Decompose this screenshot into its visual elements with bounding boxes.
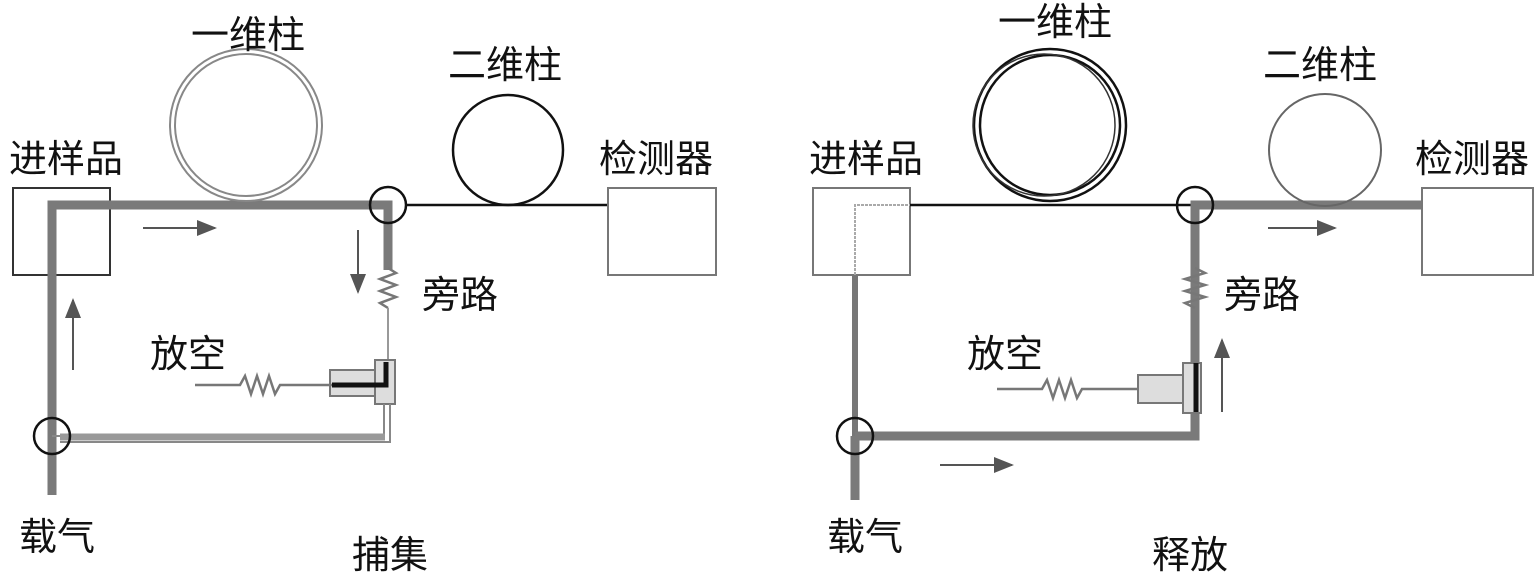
label-carrier-gas: 载气 <box>827 515 903 559</box>
label-carrier-gas: 载气 <box>19 515 95 559</box>
vent-restrictor <box>997 376 1138 402</box>
junction-connector <box>1175 185 1215 225</box>
label-column2: 二维柱 <box>448 43 562 87</box>
bypass-restrictor <box>1180 266 1210 310</box>
caption-trap: 捕集 <box>352 533 428 577</box>
label-column1: 一维柱 <box>998 0 1112 44</box>
column1-coil <box>169 48 323 202</box>
carrier-flow-path <box>47 200 393 495</box>
vent-restrictor <box>195 372 332 398</box>
label-vent: 放空 <box>150 332 226 376</box>
panel-trap: 一维柱 二维柱 进样品 检测器 旁路 放空 载气 捕集 <box>9 13 717 577</box>
label-bypass: 旁路 <box>1224 273 1300 317</box>
label-column2: 二维柱 <box>1263 43 1377 87</box>
bypass-restrictor <box>376 266 400 310</box>
switch-valve <box>329 359 396 405</box>
label-detector: 检测器 <box>599 137 713 181</box>
label-vent: 放空 <box>967 332 1043 376</box>
panel-release: 一维柱 二维柱 进样品 检测器 旁路 放空 载气 释放 <box>809 0 1534 577</box>
injector-box <box>812 187 911 276</box>
label-injector: 进样品 <box>809 137 923 181</box>
inlet-connector <box>835 416 875 456</box>
label-column1: 一维柱 <box>191 13 305 57</box>
column2-coil <box>451 93 565 207</box>
detector-box <box>1421 187 1534 276</box>
column2-coil <box>1268 93 1382 207</box>
caption-release: 释放 <box>1152 533 1228 577</box>
carrier-flow-path <box>850 200 1422 500</box>
inlet-connector <box>32 416 72 456</box>
detector-box <box>607 187 717 276</box>
label-bypass: 旁路 <box>422 273 498 317</box>
switch-valve <box>1137 362 1202 414</box>
junction-connector <box>368 185 408 225</box>
label-detector: 检测器 <box>1415 137 1529 181</box>
column1-coil <box>972 47 1128 203</box>
label-injector: 进样品 <box>9 137 123 181</box>
